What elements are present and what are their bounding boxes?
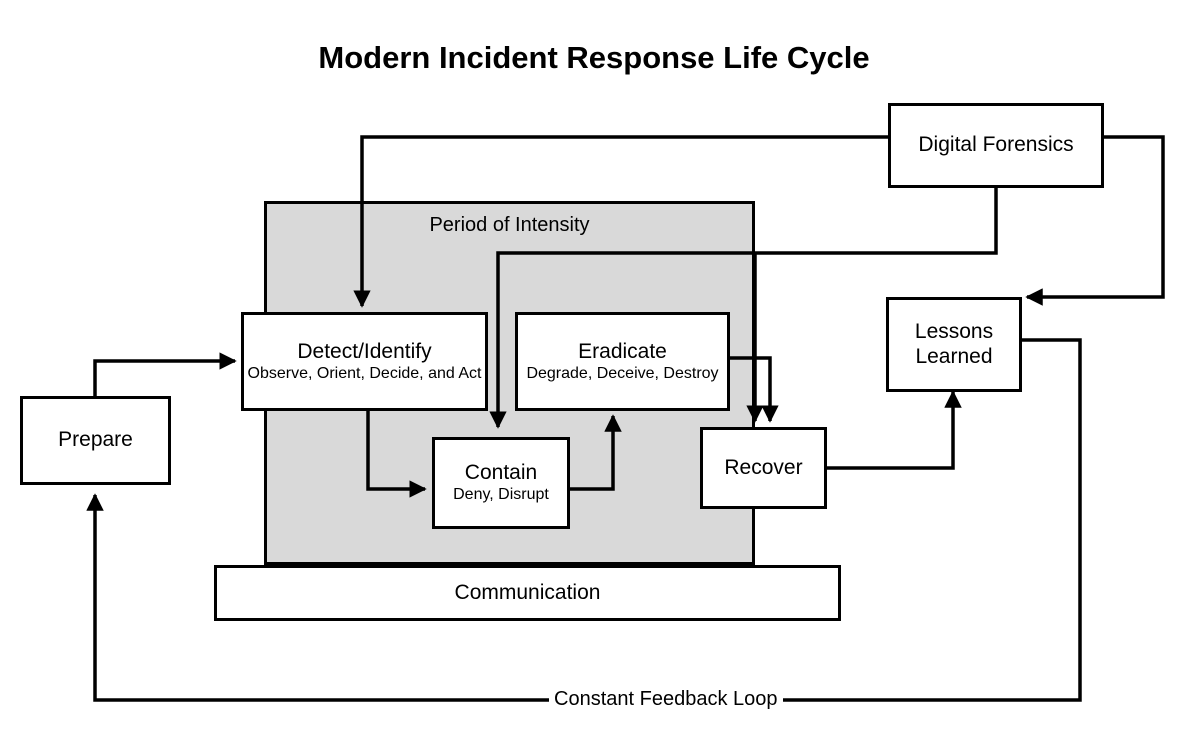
edge-forensics-to-lessons	[1025, 135, 1165, 306]
node-prepare-title: Prepare	[58, 428, 133, 452]
node-detect-identify[interactable]: Detect/Identify Observe, Orient, Decide,…	[241, 312, 488, 411]
node-detect-identify-title: Detect/Identify	[297, 339, 432, 363]
node-contain-title: Contain	[464, 461, 538, 485]
edge-feedback-loop	[86, 338, 1082, 702]
node-digital-forensics-title: Digital Forensics	[918, 133, 1074, 157]
node-communication[interactable]: Communication	[214, 565, 841, 621]
node-eradicate-subtitle: Degrade, Deceive, Destroy	[526, 364, 719, 382]
edge-contain-to-eradicate	[570, 414, 622, 491]
node-eradicate-title: Eradicate	[578, 339, 667, 363]
period-of-intensity-label: Period of Intensity	[429, 214, 590, 236]
feedback-loop-label: Constant Feedback Loop	[549, 688, 783, 711]
edge-prepare-to-detect	[93, 352, 237, 396]
node-communication-title: Communication	[454, 580, 601, 604]
node-prepare[interactable]: Prepare	[20, 396, 171, 485]
node-lessons-learned-title: Lessons Learned	[914, 320, 994, 368]
node-recover[interactable]: Recover	[700, 427, 827, 509]
node-lessons-learned[interactable]: Lessons Learned	[886, 297, 1022, 392]
node-contain[interactable]: Contain Deny, Disrupt	[432, 437, 570, 529]
node-contain-subtitle: Deny, Disrupt	[453, 486, 549, 504]
node-detect-identify-subtitle: Observe, Orient, Decide, and Act	[247, 364, 482, 382]
edge-eradicate-to-recover	[729, 356, 779, 423]
edge-forensics-to-contain	[489, 188, 998, 429]
edge-recover-to-lessons	[827, 390, 962, 470]
page-title: Modern Incident Response Life Cycle	[318, 40, 870, 75]
node-eradicate[interactable]: Eradicate Degrade, Deceive, Destroy	[515, 312, 730, 411]
node-digital-forensics[interactable]: Digital Forensics	[888, 103, 1104, 188]
edge-forensics-to-detect	[353, 135, 888, 308]
edge-detect-to-contain	[366, 410, 427, 498]
node-recover-title: Recover	[724, 455, 803, 479]
